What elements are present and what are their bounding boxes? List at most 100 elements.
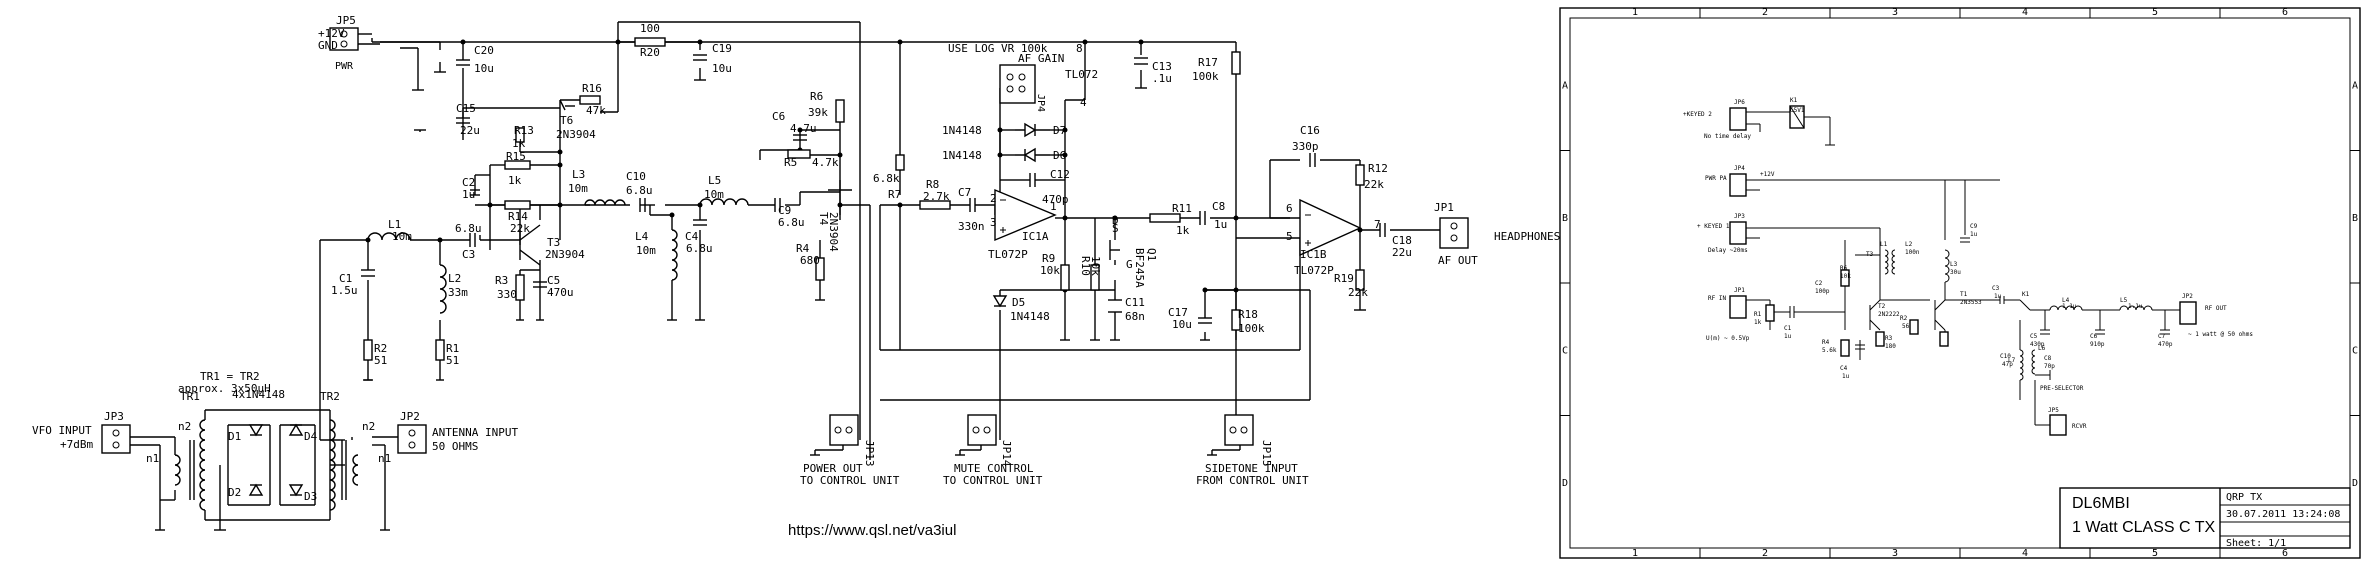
- schematic-label: L5: [2120, 297, 2128, 304]
- jp14-connector: [967, 414, 997, 446]
- schematic-label: R12: [1368, 162, 1388, 175]
- schematic-label: +KEYED 2: [1683, 111, 1712, 118]
- schematic-label: 8: [1076, 42, 1083, 55]
- schematic-label: PWR: [335, 61, 354, 72]
- schematic-label: 51: [446, 354, 459, 367]
- schematic-label: K1: [1790, 97, 1798, 104]
- title-project: QRP TX: [2226, 492, 2262, 503]
- schematic-label: 2: [990, 192, 997, 205]
- schematic-label: 2N3553: [1960, 299, 1982, 306]
- right-schematic-components: [1729, 105, 2197, 436]
- schematic-label: n1: [146, 452, 159, 465]
- grid-row-label: C: [1562, 345, 1568, 356]
- schematic-label: 1k: [1176, 224, 1190, 237]
- schematic-label: C9: [778, 204, 791, 217]
- schematic-label: D5: [1012, 296, 1025, 309]
- grid-column-label: 3: [1892, 548, 1898, 559]
- schematic-label: R19: [1334, 272, 1354, 285]
- schematic-label: C5: [547, 274, 560, 287]
- schematic-label: JP1: [1734, 287, 1745, 294]
- schematic-label: n1: [378, 452, 391, 465]
- schematic-label: R3: [495, 274, 508, 287]
- schematic-label: 2.7k: [923, 190, 950, 203]
- schematic-label: 4: [1080, 96, 1087, 109]
- schematic-label: ~ 1 watt @ 50 ohms: [2188, 331, 2253, 338]
- schematic-label: BF245A: [1133, 248, 1146, 288]
- schematic-label: L3: [1950, 261, 1958, 268]
- left-schematic-wiring: [130, 21, 1440, 531]
- schematic-label: JP14: [1000, 440, 1013, 467]
- schematic-label: 1.1u: [2128, 303, 2143, 310]
- schematic-label: R14: [508, 210, 528, 223]
- source-url: https://www.qsl.net/va3iul: [788, 522, 956, 539]
- grid-column-label: 4: [2022, 7, 2028, 18]
- schematic-label: 6.8u: [778, 216, 805, 229]
- schematic-label: n2: [178, 420, 191, 433]
- schematic-label: R2: [1900, 315, 1908, 322]
- schematic-label: 1k: [508, 174, 522, 187]
- schematic-label: C17: [1168, 306, 1188, 319]
- schematic-label: C3: [462, 248, 475, 261]
- schematic-label: TL072: [1065, 68, 1098, 81]
- schematic-label: T2: [1878, 303, 1886, 310]
- schematic-label: C4: [1840, 365, 1848, 372]
- schematic-label: JP4: [1035, 94, 1046, 112]
- schematic-label: D3: [304, 490, 317, 503]
- schematic-label: 1u: [1784, 333, 1792, 340]
- schematic-label: 470p: [2158, 341, 2173, 348]
- schematic-label: 22k: [1348, 286, 1368, 299]
- grid-row-label: A: [2352, 80, 2358, 91]
- schematic-label: 4.7u: [790, 122, 817, 135]
- schematic-label: IC1B: [1300, 248, 1327, 261]
- schematic-label: C16: [1300, 124, 1320, 137]
- schematic-label: L5: [708, 174, 721, 187]
- title-sheet: Sheet: 1/1: [2226, 538, 2286, 549]
- schematic-label: L1: [388, 218, 401, 231]
- schematic-label: L1: [1880, 241, 1888, 248]
- grid-column-label: 5: [2152, 7, 2158, 18]
- grid-column-label: 3: [1892, 7, 1898, 18]
- schematic-label: 7: [1374, 218, 1381, 231]
- schematic-label: n2: [362, 420, 375, 433]
- schematic-label: POWER OUT: [803, 462, 863, 475]
- schematic-label: G: [1126, 258, 1133, 271]
- schematic-label: C7: [958, 186, 971, 199]
- jp3-connector: [101, 424, 131, 454]
- schematic-label: 10m: [636, 244, 656, 257]
- schematic-label: C2: [1815, 280, 1823, 287]
- schematic-label: PRE-SELECTOR: [2040, 385, 2084, 392]
- schematic-label: L2: [1905, 241, 1913, 248]
- grid-column-label: 6: [2282, 7, 2288, 18]
- schematic-label: USE LOG VR 100k: [948, 42, 1048, 55]
- schematic-label: 100: [640, 22, 660, 35]
- schematic-label: + KEYED 1: [1697, 223, 1730, 230]
- schematic-label: 10u: [712, 62, 732, 75]
- schematic-label: 3: [990, 216, 997, 229]
- schematic-label: L4: [2062, 297, 2070, 304]
- schematic-label: T1: [1960, 291, 1968, 298]
- schematic-label: R5: [784, 156, 797, 169]
- schematic-label: 5: [1286, 230, 1293, 243]
- schematic-label: C2: [462, 176, 475, 189]
- schematic-label: RCVR: [2072, 423, 2087, 430]
- schematic-label: R7: [888, 188, 901, 201]
- schematic-label: JP15: [1260, 440, 1273, 467]
- schematic-label: R20: [640, 46, 660, 59]
- title-block: [2059, 487, 2351, 549]
- schematic-label: FROM CONTROL UNIT: [1196, 474, 1309, 487]
- schematic-label: T6: [560, 114, 573, 127]
- schematic-label: 1u: [1214, 218, 1227, 231]
- schematic-label: L6: [2038, 345, 2046, 352]
- schematic-label: .1u: [1152, 72, 1172, 85]
- schematic-label: L7: [2008, 357, 2016, 364]
- schematic-label: 470p: [1042, 193, 1069, 206]
- schematic-label: SIDETONE INPUT: [1205, 462, 1298, 475]
- schematic-label: AF OUT: [1438, 254, 1478, 267]
- grid-column-label: 6: [2282, 548, 2288, 559]
- schematic-label: 180: [1885, 343, 1896, 350]
- schematic-label: 6.8u: [686, 242, 713, 255]
- schematic-label: R4: [796, 242, 810, 255]
